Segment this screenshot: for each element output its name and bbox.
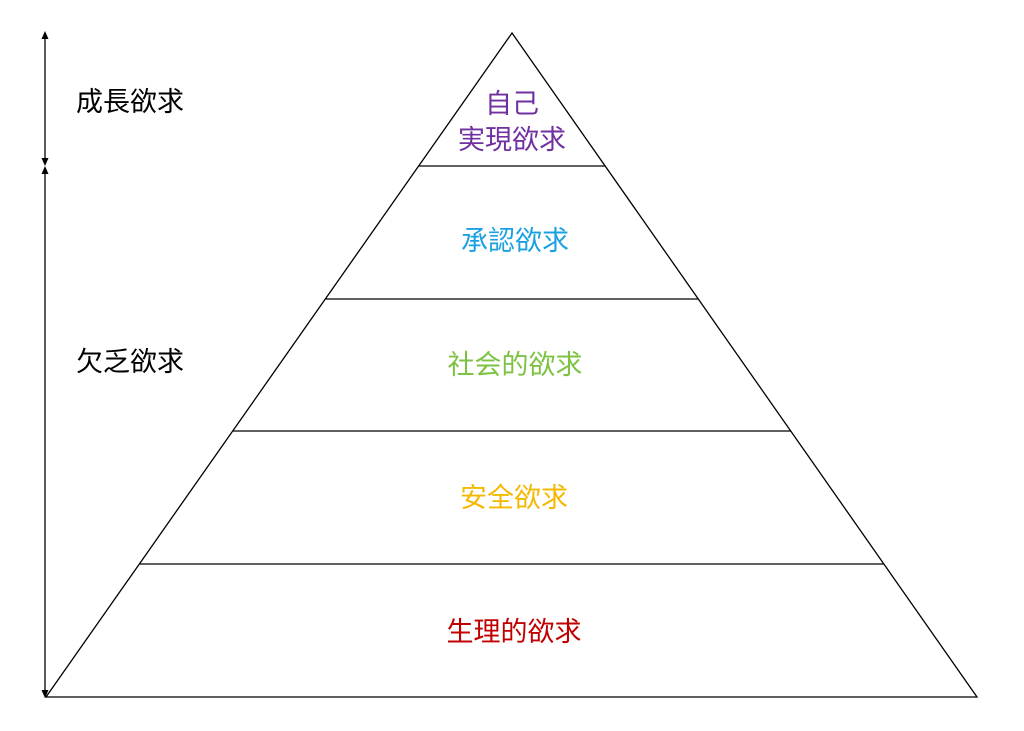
level-self-actualization-line1: 自己 <box>485 89 539 120</box>
deficiency-needs-label: 欠乏欲求 <box>76 347 184 378</box>
level-esteem-label: 承認欲求 <box>461 226 569 257</box>
growth-needs-arrow <box>41 31 49 166</box>
arrowhead-down-icon <box>41 690 49 698</box>
arrowhead-up-icon <box>41 31 49 39</box>
level-social-label: 社会的欲求 <box>448 350 583 381</box>
level-safety-label: 安全欲求 <box>460 483 568 514</box>
pyramid-outline <box>44 31 979 698</box>
growth-needs-label: 成長欲求 <box>76 87 184 118</box>
level-self-actualization-line2: 実現欲求 <box>458 125 566 156</box>
arrowhead-down-icon <box>41 158 49 166</box>
deficiency-needs-arrow <box>41 166 49 698</box>
level-physiological-label: 生理的欲求 <box>447 617 582 648</box>
arrowhead-up-icon <box>41 166 49 174</box>
